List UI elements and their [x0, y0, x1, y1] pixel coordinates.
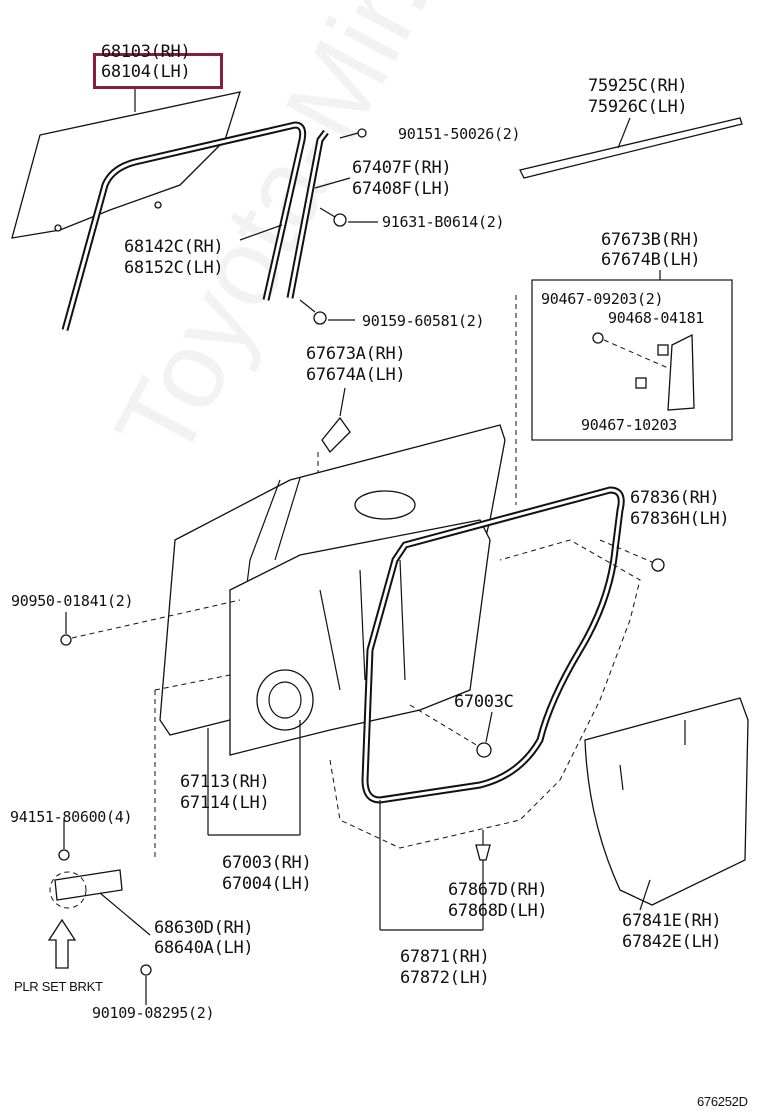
label-retainer-lh: 67868D(LH): [448, 901, 548, 921]
label-plug-lh: 67836H(LH): [630, 509, 730, 529]
service-hole-cover-part[interactable]: [584, 697, 749, 911]
label-cover-b-lh: 67674B(LH): [601, 250, 701, 270]
plug-67003c-part[interactable]: [409, 704, 493, 758]
label-frame-rh: 67407F(RH): [352, 158, 452, 178]
door-check-part[interactable]: [47, 674, 231, 1005]
label-clip-09203: 90467-09203(2): [541, 290, 664, 308]
label-weatherstrip-rh: 67871(RH): [400, 947, 490, 967]
label-door-lh: 67004(LH): [222, 874, 312, 894]
label-molding-rh: 75925C(RH): [588, 76, 688, 96]
label-check-rh: 68630D(RH): [154, 918, 254, 938]
label-run-rh: 68142C(RH): [124, 237, 224, 257]
highlight-box: [93, 53, 223, 89]
label-bolt-50026: 90151-50026(2): [398, 125, 521, 143]
label-plug-rh: 67836(RH): [630, 488, 720, 508]
diagram-code: 676252D: [697, 1094, 748, 1109]
label-frame-lh: 67408F(LH): [352, 179, 452, 199]
label-bolt-08295: 90109-08295(2): [92, 1004, 215, 1022]
label-clip-01841: 90950-01841(2): [11, 592, 134, 610]
glass-run-part[interactable]: [61, 121, 307, 331]
retainer-part[interactable]: [475, 844, 491, 861]
label-check-lh: 68640A(LH): [154, 938, 254, 958]
label-bolt-80600: 94151-80600(4): [10, 808, 133, 826]
label-plug-67003c: 67003C: [454, 692, 514, 712]
label-cover-a-rh: 67673A(RH): [306, 344, 406, 364]
door-inner-part[interactable]: [208, 519, 491, 836]
label-service-hole-lh: 67842E(LH): [622, 932, 722, 952]
weatherstrip-part[interactable]: [329, 486, 641, 931]
label-door-rh: 67003(RH): [222, 853, 312, 873]
label-clip-10203: 90467-10203: [581, 416, 678, 434]
label-plr-set-brkt: PLR SET BRKT: [14, 979, 103, 994]
label-molding-lh: 75926C(LH): [588, 97, 688, 117]
label-glass-rh: 68103(RH): [101, 42, 191, 62]
cover-b-inset[interactable]: [515, 270, 733, 505]
label-cover-b-rh: 67673B(RH): [601, 230, 701, 250]
label-run-lh: 68152C(LH): [124, 258, 224, 278]
door-frame-part[interactable]: [286, 128, 378, 325]
label-cover-a-lh: 67674A(LH): [306, 365, 406, 385]
label-screw-60581: 90159-60581(2): [362, 312, 485, 330]
clip-part[interactable]: [60, 599, 241, 646]
belt-molding-part[interactable]: [519, 117, 743, 179]
label-weatherstrip-lh: 67872(LH): [400, 968, 490, 988]
label-service-hole-rh: 67841E(RH): [622, 911, 722, 931]
label-clip-04181: 90468-04181: [608, 309, 705, 327]
label-panel-lh: 67114(LH): [180, 793, 270, 813]
label-nut-b0614: 91631-B0614(2): [382, 213, 505, 231]
label-retainer-rh: 67867D(RH): [448, 880, 548, 900]
hole-plug-part[interactable]: [599, 539, 665, 572]
label-glass-lh[interactable]: 68104(LH): [101, 62, 191, 82]
label-panel-rh: 67113(RH): [180, 772, 270, 792]
